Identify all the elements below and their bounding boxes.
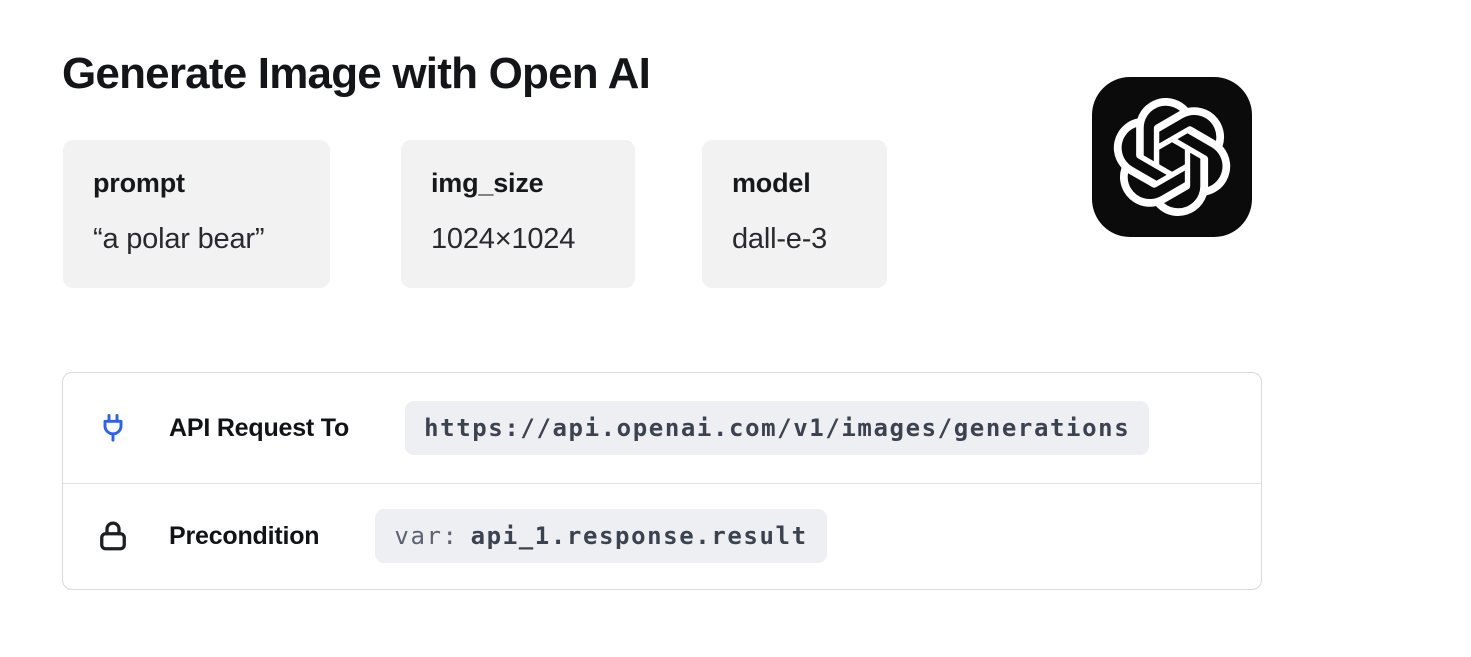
param-card-img-size[interactable]: img_size 1024×1024 <box>401 140 635 288</box>
api-url-chip[interactable]: https://api.openai.com/v1/images/generat… <box>405 401 1150 455</box>
lock-icon <box>93 512 133 560</box>
param-value: dall-e-3 <box>732 223 828 255</box>
page-title: Generate Image with Open AI <box>62 49 651 98</box>
api-url-value: https://api.openai.com/v1/images/generat… <box>424 414 1131 442</box>
param-name: model <box>732 168 811 198</box>
param-value: 1024×1024 <box>431 223 576 255</box>
openai-logo-icon <box>1092 77 1252 237</box>
var-value: api_1.response.result <box>470 522 808 550</box>
api-request-label: API Request To <box>169 413 350 442</box>
precondition-var-chip[interactable]: var: api_1.response.result <box>375 509 827 563</box>
precondition-label: Precondition <box>169 521 320 550</box>
param-value: “a polar bear” <box>93 223 265 255</box>
param-name: prompt <box>93 168 185 198</box>
precondition-row[interactable]: Precondition var: api_1.response.result <box>63 484 1261 588</box>
plug-icon <box>93 406 133 450</box>
parameter-list: prompt “a polar bear” img_size 1024×1024… <box>63 140 887 288</box>
param-name: img_size <box>431 168 544 198</box>
api-request-row[interactable]: API Request To https://api.openai.com/v1… <box>63 373 1261 484</box>
var-prefix: var: <box>394 522 459 550</box>
param-card-prompt[interactable]: prompt “a polar bear” <box>63 140 330 288</box>
param-card-model[interactable]: model dall-e-3 <box>702 140 887 288</box>
request-card: API Request To https://api.openai.com/v1… <box>62 372 1262 590</box>
